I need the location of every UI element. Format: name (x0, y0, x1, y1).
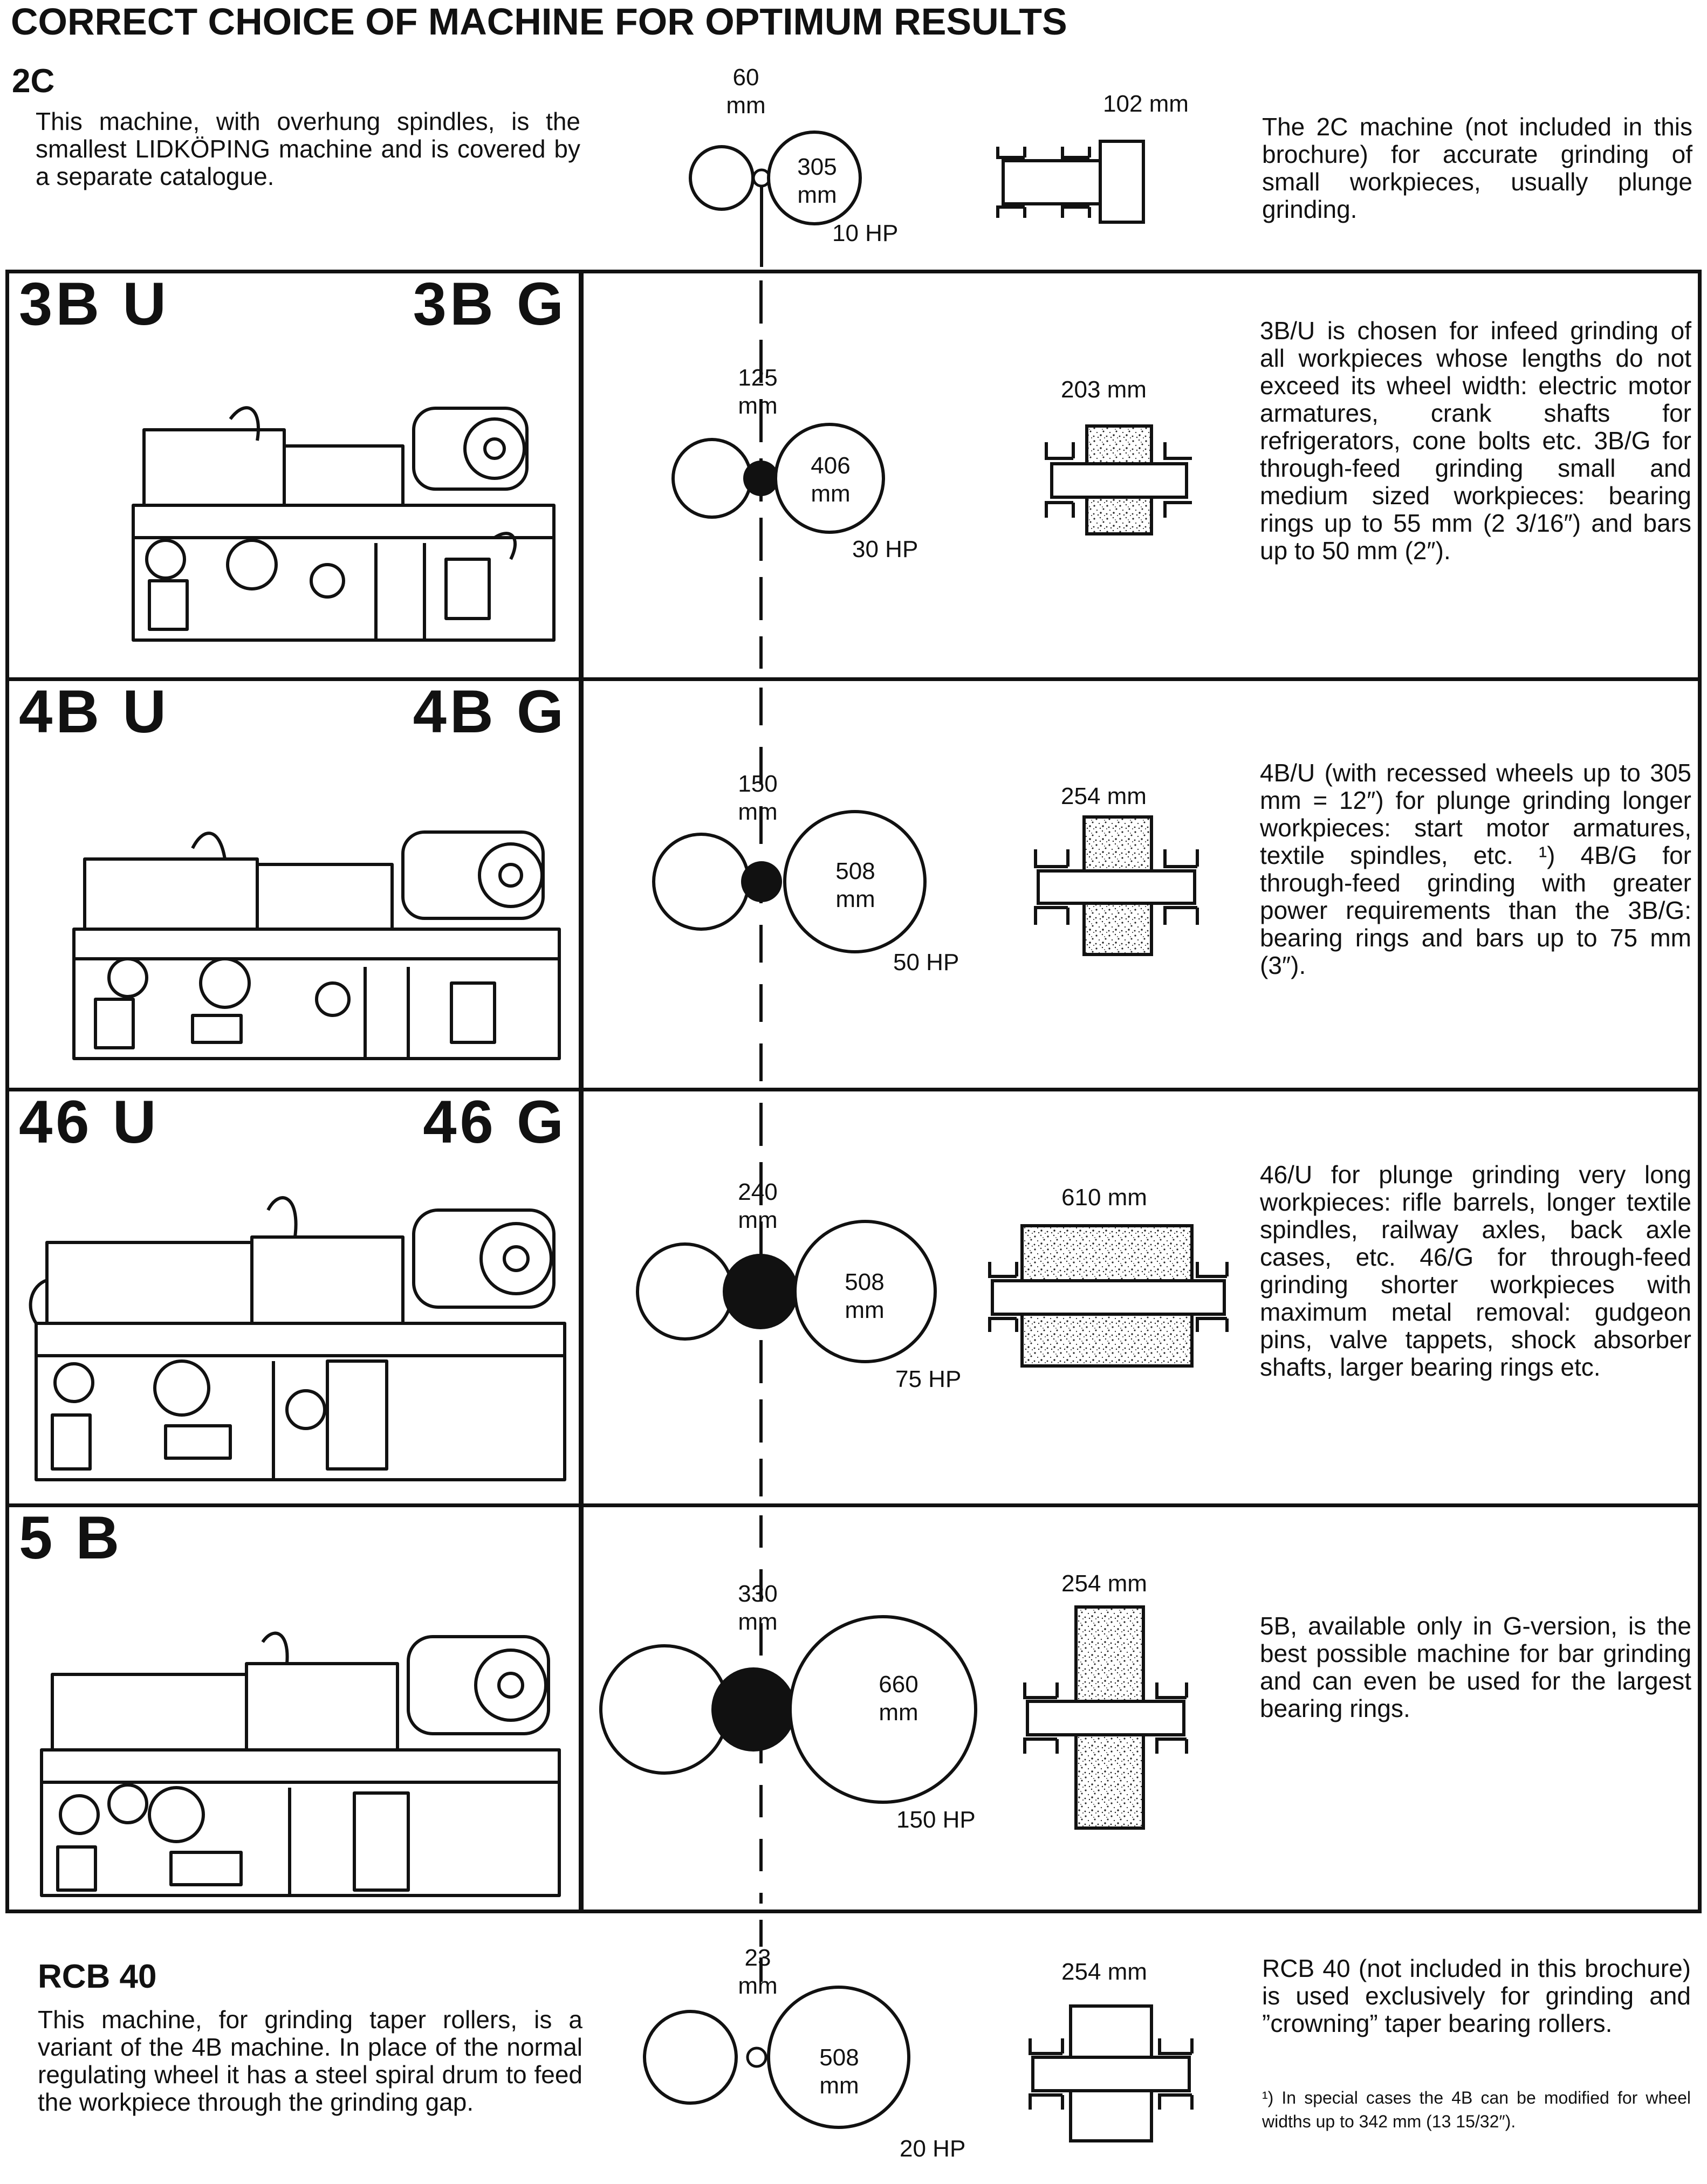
machine-illustration-5b (40, 1631, 561, 1897)
wheel-width-diagram-2c (996, 140, 1145, 224)
horsepower-label: 30 HP (852, 536, 918, 562)
wheel-width-label: 203 mm (1061, 376, 1147, 403)
wheel-width-diagram-3b (1045, 424, 1192, 535)
wheel-diagram-3b (671, 423, 885, 534)
horsepower-label: 150 HP (896, 1807, 976, 1833)
spec-panel-5b (580, 1503, 1702, 1913)
model-3bg: 3B G (413, 270, 567, 338)
application-text-46: 46/U for plunge grinding very long workp… (1260, 1160, 1691, 1381)
wheel-diagram-2c (689, 131, 862, 267)
page-title: CORRECT CHOICE OF MACHINE FOR OPTIMUM RE… (11, 1, 1067, 43)
model-3bu: 3B U (19, 270, 170, 338)
model-46u: 46 U (19, 1088, 160, 1156)
wheel-diagram-4b (652, 810, 927, 953)
wheel-width-diagram-rcb40 (1029, 2004, 1194, 2142)
wheel-width-label: 102 mm (1103, 91, 1189, 117)
machine-name-rcb40: RCB 40 (38, 1958, 157, 1995)
horsepower-label: 10 HP (832, 220, 899, 246)
machine-panel-4b: 4B U 4B G (5, 677, 582, 1091)
wheel-width-label: 254 mm (1061, 1570, 1147, 1597)
wheel-width-label: 254 mm (1061, 1959, 1147, 1985)
wheel-diagram-5b (599, 1615, 977, 1804)
horsepower-label: 50 HP (893, 949, 959, 976)
wheel-width-diagram-46 (988, 1224, 1229, 1368)
application-text-3b: 3B/U is chosen for infeed grinding of al… (1260, 317, 1691, 565)
machine-panel-5b: 5 B (5, 1503, 582, 1913)
wheel-width-diagram-5b (1023, 1605, 1188, 1830)
machine-name-2c: 2C (12, 63, 55, 100)
application-text-4b: 4B/U (with recessed wheels up to 305 mm … (1260, 759, 1691, 979)
machine-description-rcb40: This machine, for grinding taper rollers… (38, 2006, 582, 2116)
model-46g: 46 G (423, 1088, 567, 1156)
wheel-width-label: 254 mm (1061, 783, 1147, 809)
wheel-diagram-rcb40 (643, 1986, 910, 2129)
model-5b: 5 B (19, 1504, 123, 1571)
machine-illustration-3b (132, 406, 556, 642)
application-text-5b: 5B, available only in G-version, is the … (1260, 1612, 1691, 1722)
centre-axis-dashed (759, 1920, 763, 1982)
machine-panel-46: 46 U 46 G (5, 1088, 582, 1507)
machine-description-2c: This machine, with overhung spindles, is… (36, 107, 580, 190)
application-text-2c: The 2C machine (not included in this bro… (1262, 113, 1692, 223)
wheel-width-diagram-4b (1034, 815, 1199, 956)
machine-illustration-4b (72, 830, 561, 1060)
horsepower-label: 75 HP (895, 1366, 962, 1392)
horsepower-label: 20 HP (900, 2135, 966, 2162)
model-4bg: 4B G (413, 678, 567, 745)
model-4bu: 4B U (19, 678, 170, 745)
machine-panel-3b: 3B U 3B G (5, 270, 582, 681)
wheel-width-label: 610 mm (1061, 1184, 1147, 1211)
application-text-rcb40: RCB 40 (not included in this brochure) i… (1262, 1954, 1691, 2037)
footnote: ¹) In special cases the 4B can be modifi… (1262, 2088, 1691, 2131)
wheel-diagram-46 (636, 1220, 937, 1363)
machine-illustration-46 (29, 1196, 566, 1481)
